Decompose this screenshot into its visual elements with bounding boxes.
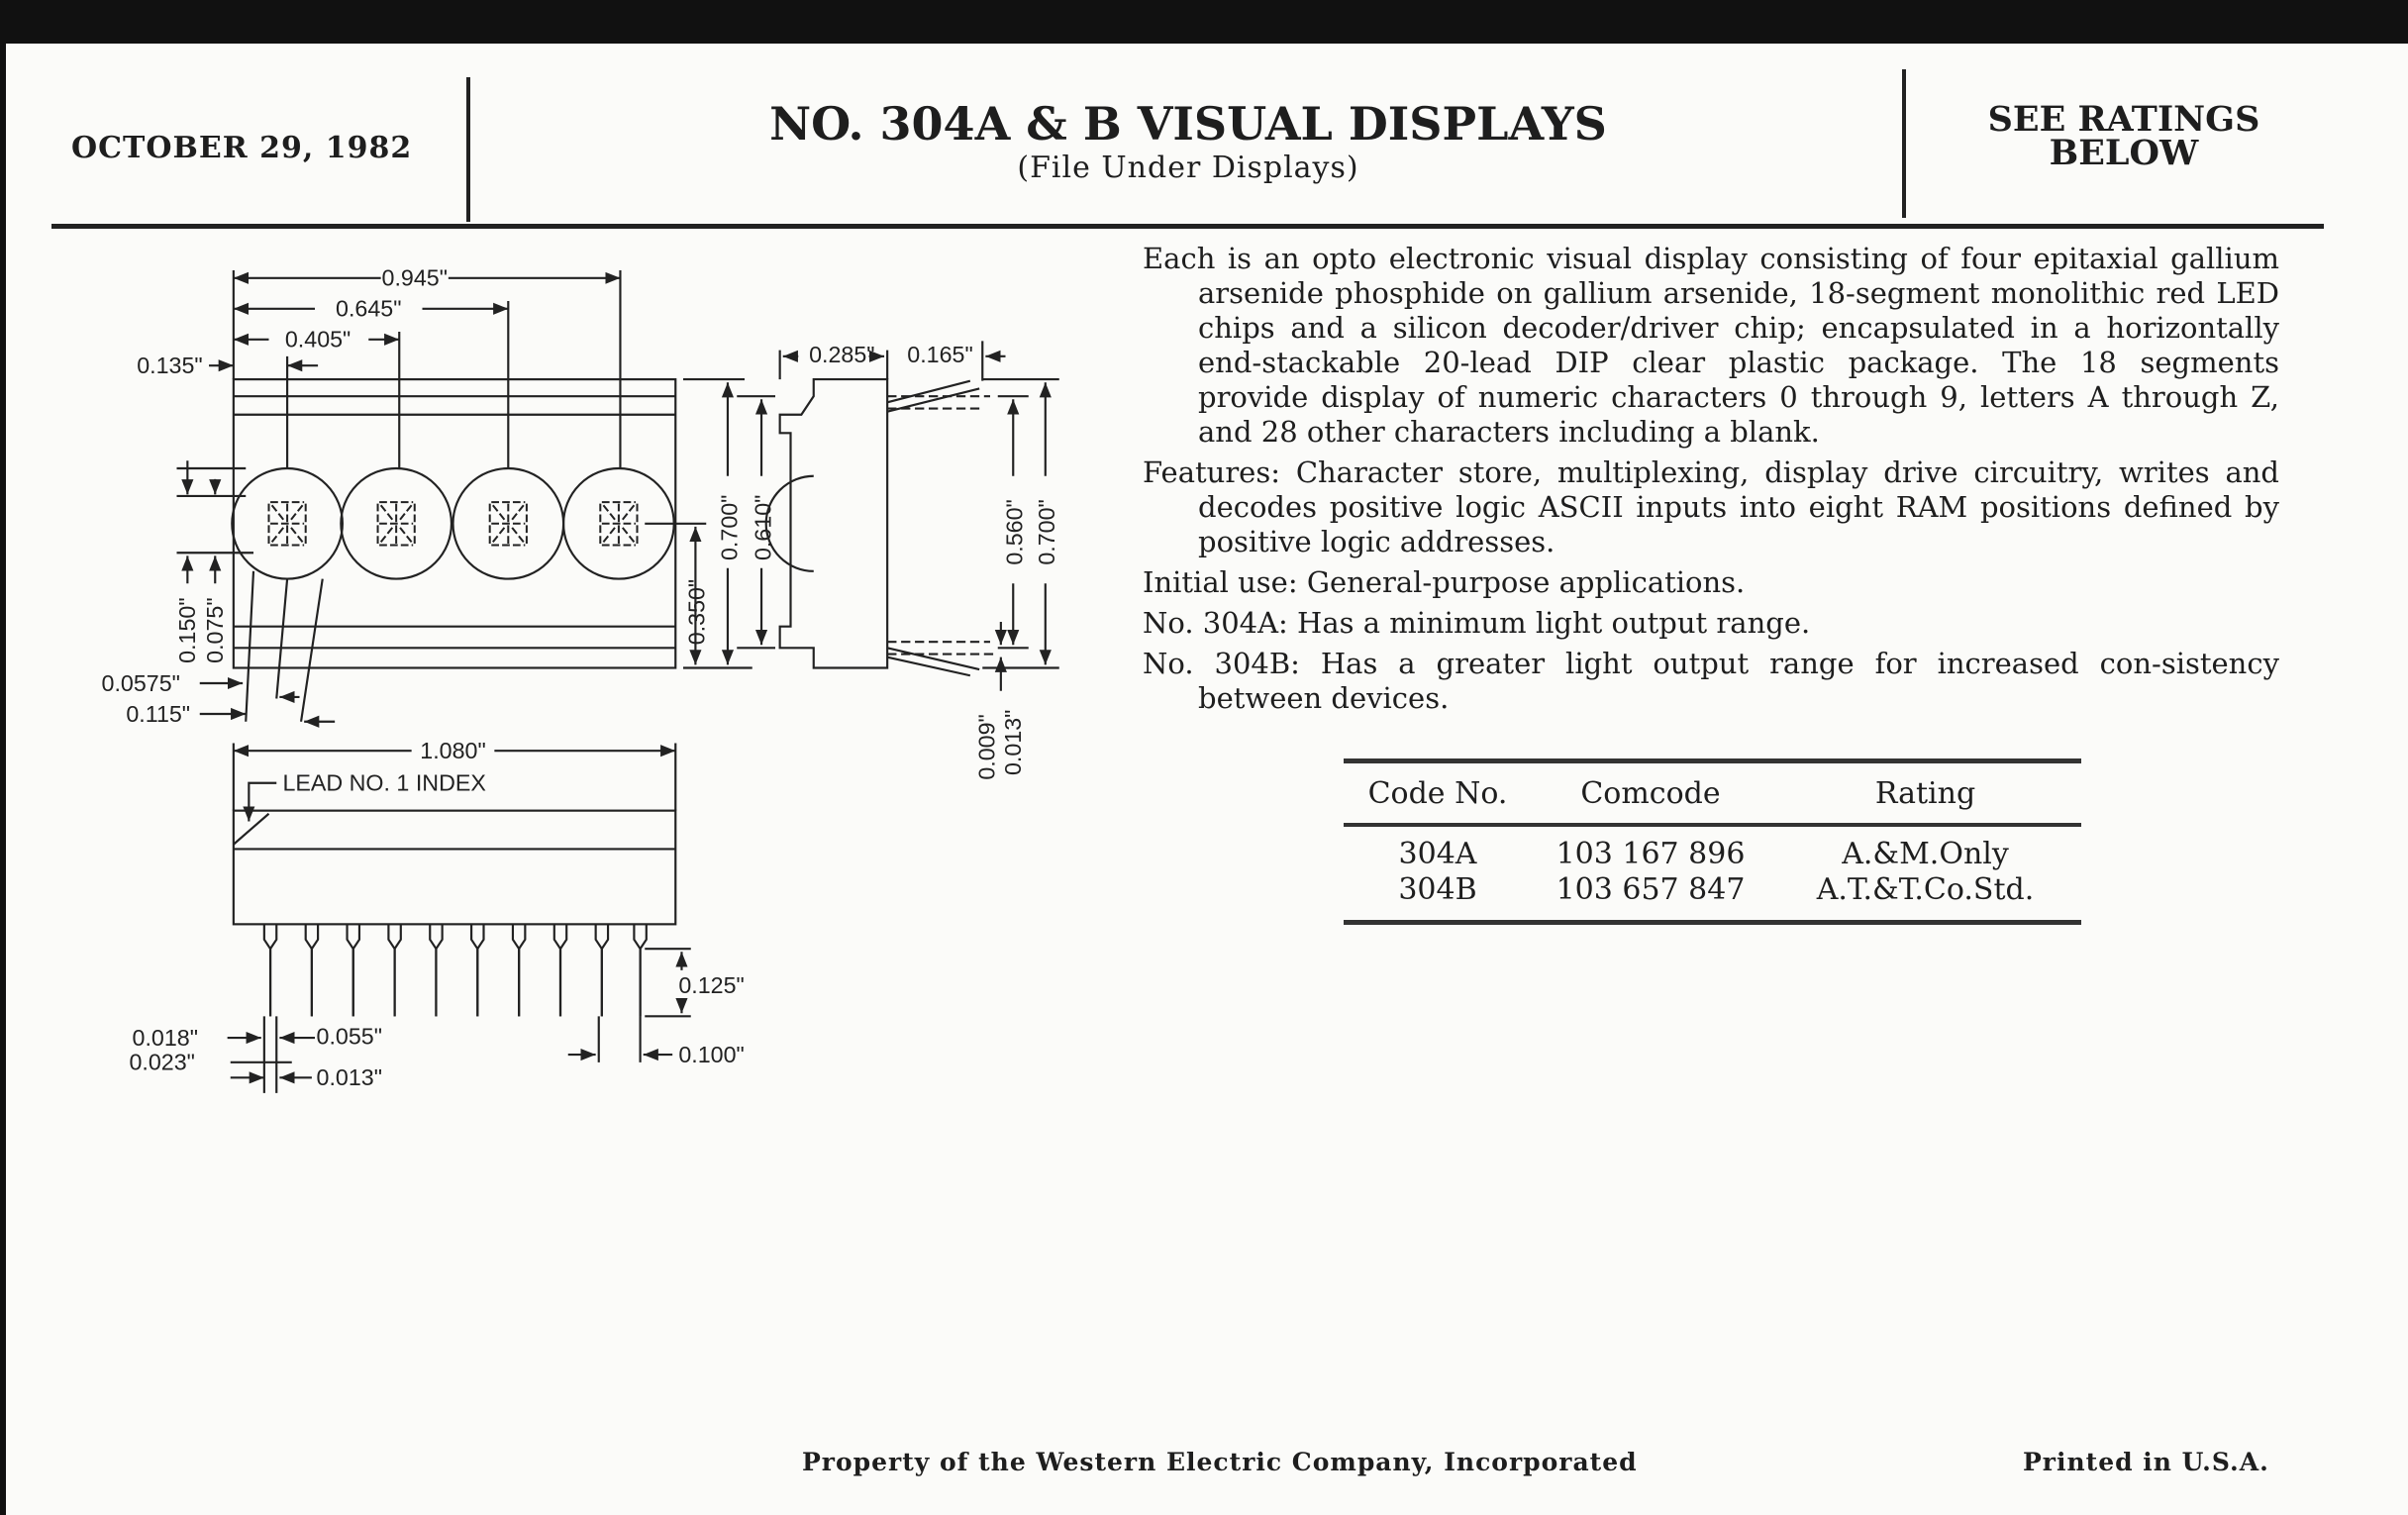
segment-character-icon (267, 501, 307, 547)
header-divider (466, 77, 470, 222)
ratings-note-line: SEE RATINGS (1987, 99, 2260, 140)
dim-label: 0.115" (126, 701, 190, 727)
dim-label: 0.645" (336, 296, 401, 322)
property-notice: Property of the Western Electric Company… (802, 1448, 1638, 1476)
issue-date: OCTOBER 29, 1982 (71, 131, 413, 165)
dim-label: 1.080" (420, 738, 485, 763)
ratings-note-line: BELOW (2049, 133, 2199, 173)
dim-label: 0.125" (678, 972, 744, 998)
lead-pins (262, 924, 648, 1017)
column-header: Comcode (1580, 775, 1721, 811)
segment-character-icon (599, 501, 639, 547)
table-cell: A.T.&T.Co.Std. (1816, 872, 2035, 907)
dim-label: 0.405" (285, 327, 351, 353)
lead-index-label: LEAD NO. 1 INDEX (282, 770, 486, 796)
table-rule (1344, 758, 2081, 763)
side-view-body (778, 378, 889, 669)
table-row: 304B 103 657 847 A.T.&T.Co.Std. (1344, 872, 2081, 908)
dim-label: 0.285" (809, 342, 874, 367)
dim-label: 0.0575" (102, 670, 180, 696)
features-paragraph: Features: Character store, multiplexing,… (1143, 455, 2279, 558)
ratings-note: SEE RATINGS BELOW (1911, 99, 2337, 173)
code-304b-paragraph: No. 304B: Has a greater light output ran… (1143, 647, 2279, 715)
dim-label: 0.135" (137, 353, 202, 378)
dim-label: 0.350" (684, 579, 710, 645)
table-cell: 304B (1398, 872, 1477, 907)
table-cell: 103 167 896 (1555, 837, 1746, 871)
table-cell: 304A (1398, 837, 1477, 871)
table-rule (1344, 920, 2081, 925)
ratings-table: Code No. Comcode Rating 304A 103 167 896… (1344, 758, 2081, 925)
dim-label: 0.009" (974, 714, 1000, 779)
dim-label: 0.700" (1034, 499, 1059, 564)
dim-label: 0.945" (382, 265, 448, 291)
dim-label: 0.075" (202, 597, 228, 662)
initial-use-paragraph: Initial use: General-purpose application… (1143, 565, 1746, 599)
header-rule (51, 224, 2324, 229)
dim-label: 0.013" (1000, 710, 1026, 775)
dim-label: 0.700" (716, 495, 742, 560)
bottom-view-body (232, 809, 677, 926)
description-paragraph: Each is an opto electronic visual displa… (1143, 242, 2279, 449)
page-title: NO. 304A & B VISUAL DISPLAYS (769, 97, 1607, 151)
code-304a-paragraph: No. 304A: Has a minimum light output ran… (1143, 606, 1811, 640)
table-row: 304A 103 167 896 A.&M.Only (1344, 837, 2081, 872)
description: Each is an opto electronic visual displa… (1143, 242, 2279, 722)
dim-label: 0.100" (678, 1042, 744, 1067)
column-header: Code No. (1367, 775, 1508, 811)
dim-label: 0.055" (317, 1023, 382, 1049)
segment-character-icon (488, 501, 528, 547)
dim-label: 0.610" (750, 495, 775, 560)
dim-label: 0.018" (133, 1025, 198, 1051)
table-header-row: Code No. Comcode Rating (1344, 763, 2081, 823)
table-rule (1344, 823, 2081, 827)
dim-label: 0.165" (907, 342, 972, 367)
segment-character-icon (376, 501, 416, 547)
dimension-drawing: 0.945" 0.645" 0.405" 0.135" 0.150" 0.075… (102, 253, 1059, 1093)
header-divider (1902, 69, 1906, 218)
column-header: Rating (1874, 775, 1976, 811)
page-subtitle: (File Under Displays) (1017, 151, 1359, 185)
dim-label: 0.023" (129, 1050, 194, 1075)
table-cell: 103 657 847 (1555, 872, 1746, 907)
display-window (340, 466, 453, 580)
printed-notice: Printed in U.S.A. (2023, 1448, 2269, 1476)
table-cell: A.&M.Only (1842, 837, 2009, 871)
dim-label: 0.013" (317, 1064, 382, 1090)
dim-label: 0.150" (174, 597, 200, 662)
dim-label: 0.560" (1002, 499, 1028, 564)
